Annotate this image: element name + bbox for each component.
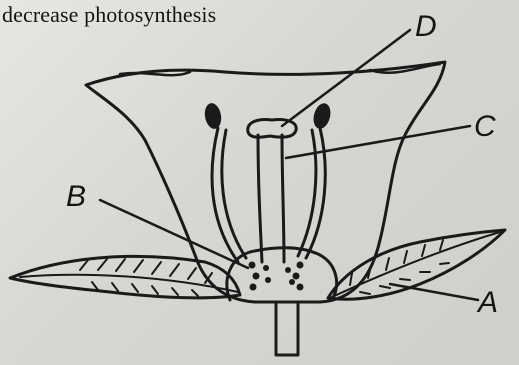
- label-c: C: [474, 110, 496, 143]
- label-d: D: [415, 10, 437, 43]
- label-a: A: [476, 286, 498, 319]
- ovules: [249, 262, 304, 291]
- anther-right: [311, 101, 333, 130]
- style: [258, 135, 262, 262]
- pointer-line-a: [390, 284, 478, 300]
- pedicel: [276, 304, 298, 355]
- filament-left: [212, 128, 238, 262]
- pointer-line-d: [282, 30, 410, 126]
- anther-left: [203, 102, 223, 130]
- label-b: B: [66, 180, 86, 213]
